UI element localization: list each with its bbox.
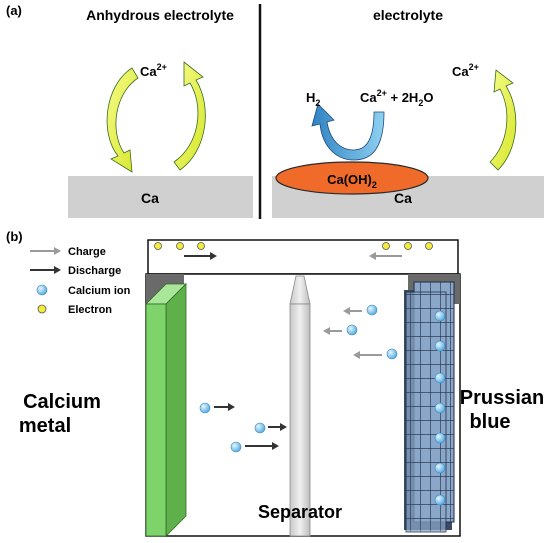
- panel-b-label: (b): [6, 229, 23, 244]
- electron: [425, 242, 433, 250]
- legend: Charge Discharge Calcium ion Electron: [30, 246, 131, 316]
- ca-ion-right: Ca2+: [452, 62, 479, 79]
- discharge-arrow-head: [228, 403, 235, 411]
- legend-electron-icon: [37, 304, 47, 314]
- yellow-arrow-up-right: [173, 61, 206, 171]
- electron: [197, 242, 205, 250]
- cathode-label-line1: Prussian: [460, 387, 544, 409]
- electron: [404, 242, 412, 250]
- discharge-arrow-circuit-head: [210, 252, 217, 260]
- calcium-ion: [230, 441, 242, 453]
- calcium-ion: [199, 402, 211, 414]
- yellow-arrow-down-left: [106, 67, 139, 173]
- electron: [154, 242, 162, 250]
- ca-ion-left: Ca2+: [140, 62, 167, 79]
- separator-label: Separator: [258, 502, 342, 522]
- ca-substrate-left: [68, 176, 253, 218]
- separator: [289, 303, 311, 537]
- calcium-ion: [434, 462, 446, 474]
- legend-electron-label: Electron: [68, 304, 112, 316]
- legend-ion-label: Calcium ion: [68, 285, 131, 297]
- legend-charge-arrow-head: [54, 247, 61, 255]
- reaction-label: Ca2+ + 2H2O: [360, 88, 433, 108]
- yellow-arrow-right-cycle: [489, 69, 517, 171]
- calcium-ion: [434, 340, 446, 352]
- calcium-ion: [434, 432, 446, 444]
- electron: [382, 242, 390, 250]
- calcium-ion: [434, 372, 446, 384]
- charge-arrow-head: [323, 327, 330, 335]
- discharge-arrow-head: [272, 442, 279, 450]
- anode-label-line2: metal: [19, 415, 71, 437]
- discharge-arrow-head: [280, 423, 287, 431]
- h2-label: H2: [306, 90, 320, 108]
- ca-oh2-layer: [275, 161, 429, 195]
- electrolyte-title: electrolyte: [373, 7, 443, 23]
- cathode-label-line2: blue: [469, 411, 510, 433]
- ca-oh2-label: Ca(OH)2: [327, 172, 377, 190]
- prussian-blue-cathode: [404, 281, 455, 533]
- calcium-ion: [386, 348, 398, 360]
- calcium-ion: [346, 324, 358, 336]
- electron: [176, 242, 184, 250]
- panel-a-label: (a): [6, 3, 22, 18]
- calcium-ion: [254, 422, 266, 434]
- ca-substrate-left-label: Ca: [141, 190, 159, 206]
- legend-charge-label: Charge: [68, 246, 106, 258]
- calcium-ion: [434, 310, 446, 322]
- blue-arrow-h2-evolution: [311, 103, 385, 161]
- charge-arrow-head: [343, 307, 350, 315]
- charge-arrow-head: [353, 351, 360, 359]
- calcium-ion: [434, 494, 446, 506]
- calcium-anode-front: [145, 303, 167, 537]
- anhydrous-title: Anhydrous electrolyte: [86, 7, 234, 23]
- calcium-ion: [434, 402, 446, 414]
- calcium-anode-side: [165, 283, 187, 537]
- charge-arrow-circuit-head: [369, 252, 376, 260]
- anode-label-line1: Calcium: [23, 391, 101, 413]
- legend-discharge-label: Discharge: [68, 265, 121, 277]
- legend-ion-icon: [36, 284, 48, 296]
- legend-discharge-arrow-head: [54, 266, 61, 274]
- ca-substrate-right-label: Ca: [394, 190, 412, 206]
- calcium-ion: [366, 304, 378, 316]
